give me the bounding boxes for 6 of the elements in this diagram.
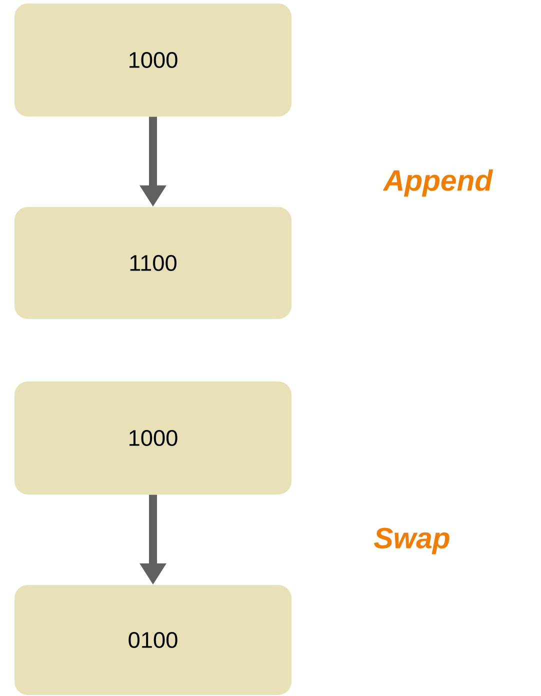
process-box: 0100 [14,585,292,695]
process-box: 1000 [14,4,292,116]
operation-label: Append [382,169,494,197]
process-box: 1100 [14,207,292,319]
operation-label: Swap [374,528,450,554]
process-box: 1000 [14,382,292,494]
